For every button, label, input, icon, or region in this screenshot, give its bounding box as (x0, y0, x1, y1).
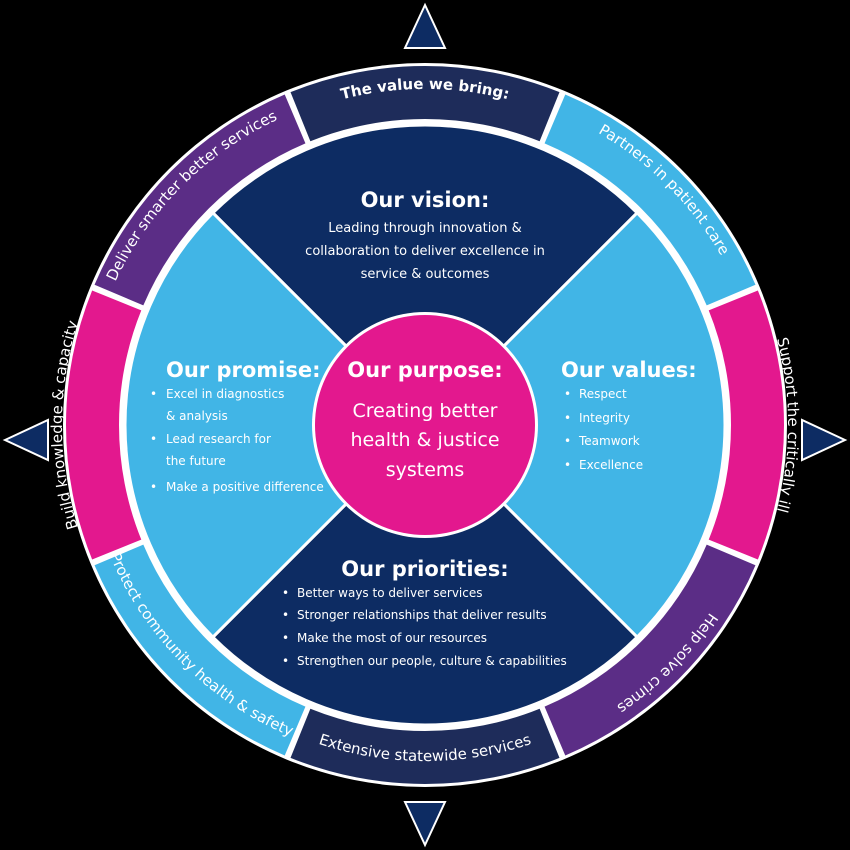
ring-segment-top-left (94, 94, 306, 306)
values-bullet-4: Excellence (579, 458, 643, 472)
priorities-bullet-1: Better ways to deliver services (297, 586, 483, 600)
quadrant-promise (123, 210, 428, 640)
bullet-icon: • (150, 387, 157, 401)
bullet-icon: • (282, 586, 289, 600)
values-bullet-1: Respect (579, 387, 627, 401)
ring-segment-bottom-right (544, 544, 756, 756)
promise-bullet-1a: Excel in diagnostics (166, 387, 284, 401)
triangle-right-icon (801, 418, 848, 462)
values-title: Our values: (561, 358, 697, 382)
ring-segment-left (66, 290, 142, 560)
promise-title: Our promise: (166, 358, 321, 382)
vision-line-3: service & outcomes (361, 267, 490, 282)
outer-ring-segments (66, 66, 785, 784)
triangle-up-icon (403, 2, 447, 49)
priorities-bullet-4: Strengthen our people, culture & capabil… (297, 654, 567, 668)
triangle-left-icon (2, 418, 49, 462)
triangle-down-icon (403, 801, 447, 848)
ring-segment-top (290, 66, 560, 142)
vision-line-2: collaboration to deliver excellence in (305, 244, 545, 259)
purpose-circle (315, 315, 535, 535)
quadrants (123, 123, 727, 727)
values-section: Our values: • Respect • Integrity • Team… (561, 358, 697, 472)
ring-segment-bottom-left (94, 544, 306, 756)
promise-section: Our promise: • Excel in diagnostics & an… (150, 358, 324, 494)
values-bullet-2: Integrity (579, 411, 630, 425)
bullet-icon: • (564, 458, 571, 472)
ring-segment-top-right (544, 94, 756, 306)
ring-segment-bottom (290, 708, 560, 784)
bullet-icon: • (564, 411, 571, 425)
purpose-line-2: health & justice (350, 429, 499, 451)
promise-bullet-1b: & analysis (166, 409, 228, 423)
ring-segment-right (708, 290, 785, 560)
bullet-icon: • (564, 387, 571, 401)
bullet-icon: • (282, 654, 289, 668)
values-bullet-3: Teamwork (578, 434, 640, 448)
bullet-icon: • (564, 434, 571, 448)
vision-title: Our vision: (361, 188, 490, 212)
purpose-line-1: Creating better (352, 400, 497, 422)
quadrant-vision (210, 123, 640, 428)
promise-bullet-2b: the future (166, 454, 226, 468)
vision-line-1: Leading through innovation & (328, 221, 522, 236)
priorities-section: Our priorities: • Better ways to deliver… (282, 557, 567, 668)
bullet-icon: • (150, 480, 157, 494)
priorities-bullet-3: Make the most of our resources (297, 631, 487, 645)
promise-bullet-2a: Lead research for (166, 432, 271, 446)
bullet-icon: • (150, 432, 157, 446)
priorities-title: Our priorities: (341, 557, 508, 581)
purpose-line-3: systems (386, 459, 465, 481)
promise-bullet-3: Make a positive difference (166, 480, 324, 494)
quadrant-priorities (210, 422, 640, 727)
purpose-title: Our purpose: (347, 358, 502, 382)
bullet-icon: • (282, 608, 289, 622)
quadrant-values (422, 210, 727, 640)
vision-section: Our vision: Leading through innovation &… (305, 188, 545, 282)
bullet-icon: • (282, 631, 289, 645)
priorities-bullet-2: Stronger relationships that deliver resu… (297, 608, 547, 622)
